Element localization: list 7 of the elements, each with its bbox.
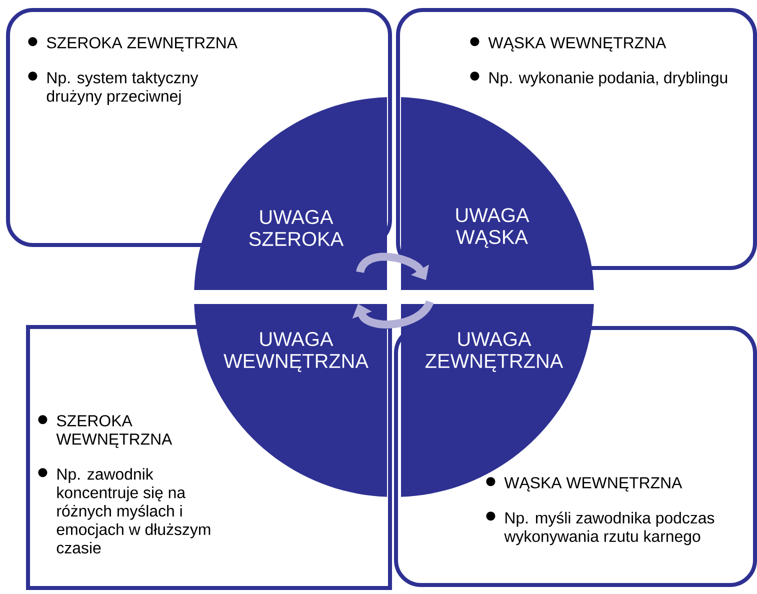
node-label: UWAGA WEWNĘTRZNA [224,332,368,372]
node-label: UWAGA WĄSKA [456,208,530,248]
node-label: UWAGA SZEROKA [249,210,344,246]
cycle-arrow [352,300,434,328]
circle-quadrant: UWAGA SZEROKA [194,97,387,290]
circle-quadrant: UWAGA WĄSKA [401,97,594,290]
circle-quadrant: UWAGA WEWNĘTRZNA [194,304,387,497]
